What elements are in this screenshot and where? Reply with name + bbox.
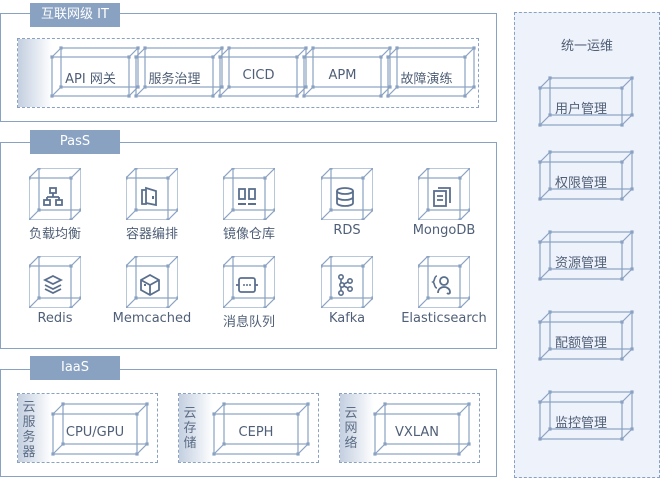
it-service-box[interactable]: 服务治理 [134,46,224,98]
kafka-nodes-icon [333,273,357,297]
elasticsearch-icon [430,273,454,297]
gradient-bar [179,394,213,462]
internet-it-title: 互联网级 IT [30,3,120,27]
paas-service-cube[interactable] [321,168,373,220]
gradient-bar [340,394,374,462]
iaas-group: 云存储 [178,393,319,463]
iaas-group-label: 云网络 [344,406,358,451]
gradient-bar [18,39,52,107]
iaas-resource-box-label: VXLAN [395,425,439,440]
ops-item-box[interactable]: 监控管理 [538,390,634,441]
it-service-box-label: 故障演练 [400,71,453,87]
paas-service-label: 负载均衡 [28,227,81,242]
it-service-box-label: API 网关 [65,71,116,87]
paas-service-cube[interactable] [29,168,81,220]
paas-section [0,142,497,349]
cube-box-icon [138,273,162,297]
document-stack-icon [430,185,454,209]
it-service-box[interactable]: CICD [218,46,308,98]
database-icon [333,185,357,209]
ops-item-box[interactable]: 配额管理 [538,310,634,361]
iaas-resource-box[interactable]: CPU/GPU [51,402,149,456]
paas-service-label: Redis [37,311,73,326]
paas-service-label: 消息队列 [222,315,275,330]
iaas-resource-box-label: CEPH [238,425,274,440]
iaas-group-label: 云服务器 [22,400,36,460]
paas-service-label: Kafka [328,311,366,326]
paas-service-label: 容器编排 [125,227,178,242]
ops-item-box[interactable]: 用户管理 [538,76,634,127]
ops-item-box[interactable]: 资源管理 [538,230,634,281]
paas-service-cube[interactable] [321,256,373,308]
paas-service-cube[interactable] [126,168,178,220]
internet-it-container [17,38,479,108]
layers-icon [41,273,65,297]
it-service-box[interactable]: API 网关 [50,46,140,98]
paas-service-cube[interactable] [223,256,275,308]
image-repository-icon [235,185,259,209]
paas-service-label: Elasticsearch [401,311,487,326]
paas-service-cube[interactable] [126,256,178,308]
paas-service-cube[interactable] [418,256,470,308]
ops-item-box-label: 资源管理 [554,255,607,271]
paas-service-cube[interactable] [418,168,470,220]
ops-item-box[interactable]: 权限管理 [538,150,634,201]
paas-service-cube[interactable] [29,256,81,308]
iaas-section [0,369,497,477]
paas-title: PasS [30,130,120,154]
iaas-resource-box[interactable]: VXLAN [373,402,471,456]
paas-service-label: 镜像仓库 [222,227,275,242]
ops-item-box-label: 配额管理 [554,335,607,351]
it-service-box-label: 服务治理 [148,71,201,87]
ops-panel: 统一运维 [514,12,660,478]
iaas-title: IaaS [30,356,120,380]
paas-service-label: RDS [333,223,361,238]
ops-title: 统一运维 [560,39,613,54]
iaas-resource-box[interactable]: CEPH [212,402,310,456]
iaas-group-label: 云存储 [183,406,197,451]
message-queue-icon [235,273,259,297]
ops-item-box-label: 权限管理 [554,175,607,191]
iaas-group: 云服务器 [17,393,158,463]
ops-item-box-label: 用户管理 [554,101,607,117]
paas-service-label: Memcached [112,311,192,326]
it-service-box[interactable]: 故障演练 [386,46,476,98]
it-service-box[interactable]: APM [302,46,392,98]
paas-service-cube[interactable] [223,168,275,220]
gradient-bar [18,394,52,462]
it-service-box-label: APM [328,67,357,83]
ops-item-box-label: 监控管理 [554,415,607,431]
it-service-box-label: CICD [242,67,275,83]
paas-service-label: MongoDB [412,223,476,238]
iaas-resource-box-label: CPU/GPU [65,425,125,440]
container-door-icon [138,185,162,209]
network-topology-icon [41,185,65,209]
iaas-group: 云网络 [339,393,480,463]
internet-it-section [0,13,497,122]
